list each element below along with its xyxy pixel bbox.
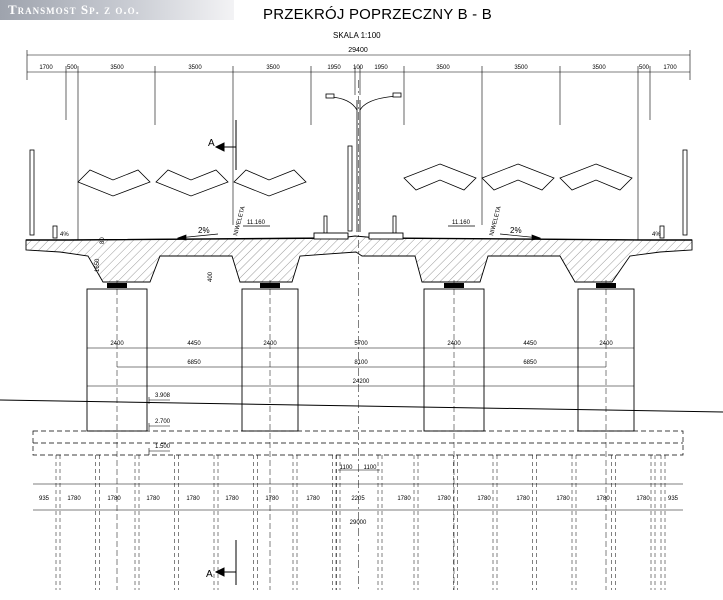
lane-dimension-chain [27,66,690,240]
piles [55,455,666,590]
pier-dim-8: 6850 [187,360,201,366]
pier-axes [116,280,607,590]
pier-dim-11: 24200 [353,379,370,385]
top-dim-7: 100 [353,65,364,71]
top-dim-13: 1700 [663,65,677,71]
top-dim-6: 1950 [327,65,341,71]
railings [29,145,688,239]
pier-dimension-labels: 2400 4450 2400 5700 2400 4450 2400 6850 … [110,341,613,385]
deck-annotations [176,225,542,241]
top-dim-1: 1700 [39,65,53,71]
pile-dim-5: 1780 [186,496,200,502]
top-dim-5: 3500 [266,65,280,71]
level-label-right: 11.160 [452,220,471,226]
company-logo-banner: Transmost Sp. z o.o. [0,0,234,20]
niweleta-label-right: NIWELETA [489,206,503,237]
pier-dim-5: 2400 [447,341,461,347]
traffic-arrow-down-3 [233,169,307,197]
top-dim-11: 3500 [592,65,606,71]
pile-dim-9: 2205 [351,496,365,502]
pile-dim-16: 1780 [636,496,650,502]
pile-dim-13: 1780 [516,496,530,502]
section-letter-bottom: A [206,569,213,580]
bridge-deck [25,232,693,283]
overall-width-label: 29400 [348,47,368,54]
level-label-left: 11.160 [247,220,266,226]
section-marker-top [214,120,237,170]
pier-dim-10: 6850 [523,360,537,366]
edge-slope-left: 4% [60,232,69,238]
pile-dim-6: 1780 [225,496,239,502]
traffic-arrow-up-2 [481,163,555,191]
pier-dimension-lines [87,347,634,387]
pile-dim-4: 1780 [146,496,160,502]
ground-line [0,399,723,413]
top-dim-10: 3500 [514,65,528,71]
bearing-height: 400 [208,271,214,282]
cap-bottom-level-label: 1.500 [155,444,171,450]
top-dim-2: 500 [67,65,78,71]
pier-dim-9: 8100 [354,360,368,366]
edge-slope-right: 4% [652,232,661,238]
pile-center-dim-left: 1100 [340,465,354,471]
drawing-scale: SKALA 1:100 [333,31,381,40]
slope-label-left: 2% [198,226,210,235]
pile-center-dim-right: 1100 [364,465,378,471]
pile-dim-11: 1780 [437,496,451,502]
pile-dim-15: 1780 [596,496,610,502]
pier-dim-3: 2400 [263,341,277,347]
drawing-title: PRZEKRÓJ POPRZECZNY B - B [263,6,492,23]
pile-cap [32,430,684,456]
pile-dim-14: 1780 [556,496,570,502]
pile-dim-7: 1780 [265,496,279,502]
pile-dim-10: 1780 [397,496,411,502]
lane-dimension-labels: 1700 500 3500 3500 3500 1950 100 1950 35… [39,65,677,71]
traffic-arrow-up-1 [403,163,477,191]
section-letter-top: A [208,138,215,149]
pile-dim-1: 935 [39,496,50,502]
level-markers [148,397,170,455]
pile-dimension-lines [33,469,683,511]
ground-level-label: 3.908 [155,393,171,399]
pier-dim-2: 4450 [187,341,201,347]
pile-dim-3: 1780 [107,496,121,502]
niweleta-label-left: NIWELETA [233,206,247,237]
pier-dim-6: 4450 [523,341,537,347]
pier-dim-7: 2400 [599,341,613,347]
top-dim-3: 3500 [110,65,124,71]
pile-dimension-labels: 935 1780 1780 1780 1780 1780 1780 1780 2… [39,496,679,502]
bearings [107,283,616,288]
traffic-direction-arrows [77,163,633,197]
overall-width-dimension [26,50,691,80]
section-marker-bottom [214,540,237,585]
deck-depth: 1650 [95,258,101,272]
company-logo-text: Transmost Sp. z o.o. [8,2,140,17]
pile-dim-8: 1780 [306,496,320,502]
top-dim-9: 3500 [436,65,450,71]
lamp-post [325,80,402,590]
pier-dim-1: 2400 [110,341,124,347]
cap-top-level-label: 2.700 [155,419,171,425]
cornice-height: 80 [100,237,106,244]
top-dim-12: 500 [639,65,650,71]
traffic-arrow-down-2 [155,169,229,197]
pile-dim-17: 935 [668,496,679,502]
top-dim-8: 1950 [374,65,388,71]
pile-dim-2: 1780 [67,496,81,502]
traffic-arrow-up-3 [559,163,633,191]
pile-dim-12: 1780 [477,496,491,502]
top-dim-4: 3500 [188,65,202,71]
pier-dim-4: 5700 [354,341,368,347]
traffic-arrow-down-1 [77,169,151,197]
pile-total-dim: 29000 [350,520,367,526]
slope-label-right: 2% [510,226,522,235]
